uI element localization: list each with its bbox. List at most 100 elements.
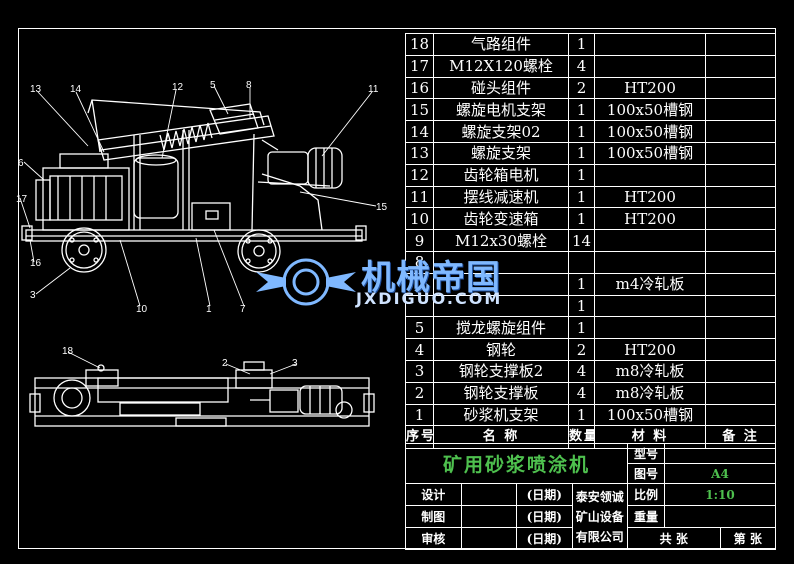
- scale: 1:10: [664, 483, 776, 506]
- draw-name: [460, 505, 517, 528]
- bom-cell-name: 螺旋支架: [433, 141, 569, 165]
- bom-cell-note: [705, 294, 776, 318]
- wheel-right: [237, 229, 281, 273]
- bom-cell-material: HT200: [594, 76, 706, 100]
- top-view: [29, 361, 375, 427]
- bom-cell-no: 15: [405, 98, 434, 122]
- bom-cell-material: 100x50槽钢: [594, 98, 706, 122]
- bom-cell-name: 钢轮支撑板2: [433, 359, 569, 383]
- bom-cell-qty: 1: [568, 316, 595, 340]
- bumper-right: [355, 225, 367, 241]
- watermark: 机械帝国 JXDIGUO.COM: [256, 250, 536, 314]
- hopper: [209, 103, 259, 135]
- bom-cell-material: 100x50槽钢: [594, 403, 706, 427]
- callout-side: 12: [172, 82, 184, 93]
- bom-cell-no: 3: [405, 359, 434, 383]
- bom-cell-note: [705, 381, 776, 405]
- bom-cell-qty: 1: [568, 163, 595, 187]
- bom-cell-qty: 1: [568, 294, 595, 318]
- bom-cell-no: 2: [405, 381, 434, 405]
- bom-cell-note: [705, 98, 776, 122]
- review-name: [460, 527, 517, 550]
- callout-side: 14: [70, 84, 82, 95]
- callout-top: 18: [62, 346, 74, 357]
- bumper-left: [21, 225, 33, 241]
- screw-tube: [97, 115, 275, 161]
- callout-side: 3: [30, 290, 36, 301]
- bom-cell-name: 齿轮箱电机: [433, 163, 569, 187]
- cycloid-motor: [307, 147, 343, 189]
- bom-cell-material: HT200: [594, 338, 706, 361]
- bom-cell-no: 11: [405, 185, 434, 209]
- callout-side: 11: [368, 84, 379, 95]
- bom-cell-note: [705, 76, 776, 100]
- bom-cell-qty: 1: [568, 403, 595, 427]
- review-date: (日期): [516, 527, 573, 550]
- bom-cell-material: HT200: [594, 207, 706, 231]
- bom-cell-material: [594, 229, 706, 252]
- bom-cell-qty: 4: [568, 359, 595, 383]
- bom-cell-material: [594, 316, 706, 340]
- control-box: [191, 202, 231, 231]
- bom-cell-name: 摆线减速机: [433, 185, 569, 209]
- bom-cell-qty: 14: [568, 229, 595, 252]
- bom-cell-note: [705, 141, 776, 165]
- bom-cell-name: M12x30螺栓: [433, 229, 569, 252]
- bom-cell-material: [594, 163, 706, 187]
- label-scale: 比例: [627, 483, 665, 506]
- bom-cell-name: 螺旋支架02: [433, 120, 569, 143]
- bom-cell-qty: 2: [568, 76, 595, 100]
- bom-cell-material: m4冷轧板: [594, 272, 706, 296]
- bom-cell-qty: 4: [568, 54, 595, 78]
- bom-cell-qty: 1: [568, 33, 595, 56]
- bom-cell-note: [705, 229, 776, 252]
- bom-cell-material: HT200: [594, 185, 706, 209]
- callout-side: 5: [210, 80, 216, 91]
- wheel-left: [61, 227, 107, 273]
- callout-top: 3: [292, 358, 298, 369]
- bom-cell-qty: 1: [568, 98, 595, 122]
- callout-side: 13: [30, 84, 42, 95]
- bom-cell-no: 5: [405, 316, 434, 340]
- bom-cell-name: M12X120螺栓: [433, 54, 569, 78]
- bom-cell-material: [594, 250, 706, 274]
- bom-cell-qty: 1: [568, 272, 595, 296]
- bom-cell-no: 12: [405, 163, 434, 187]
- bom-cell-no: 10: [405, 207, 434, 231]
- bom-cell-material: 100x50槽钢: [594, 120, 706, 143]
- callout-side: 17: [16, 194, 28, 205]
- bom-cell-name: 搅龙螺旋组件: [433, 316, 569, 340]
- label-sheet-size: 图号: [627, 463, 665, 484]
- callout-side: 10: [136, 304, 148, 315]
- bom-cell-note: [705, 185, 776, 209]
- bom-cell-no: 9: [405, 229, 434, 252]
- bom-cell-material: [594, 54, 706, 78]
- bom-cell-name: 钢轮支撑板: [433, 381, 569, 405]
- bom-cell-note: [705, 33, 776, 56]
- bom-cell-note: [705, 250, 776, 274]
- drawing-frame: [18, 28, 776, 549]
- model-value: [664, 443, 776, 464]
- bom-cell-note: [705, 316, 776, 340]
- drawing-name: 矿用砂浆喷涂机: [405, 443, 628, 484]
- bom-cell-name: 碰头组件: [433, 76, 569, 100]
- bom-cell-qty: 1: [568, 141, 595, 165]
- label-draw: 制图: [405, 505, 462, 528]
- bom-cell-name: 钢轮: [433, 338, 569, 361]
- bom-cell-note: [705, 359, 776, 383]
- bom-cell-qty: 1: [568, 185, 595, 209]
- sheet-size: A4: [664, 463, 776, 484]
- gearbox: [42, 167, 130, 231]
- bom-cell-note: [705, 54, 776, 78]
- bom-cell-material: m8冷轧板: [594, 359, 706, 383]
- bom-cell-note: [705, 207, 776, 231]
- weight-value: [664, 505, 776, 528]
